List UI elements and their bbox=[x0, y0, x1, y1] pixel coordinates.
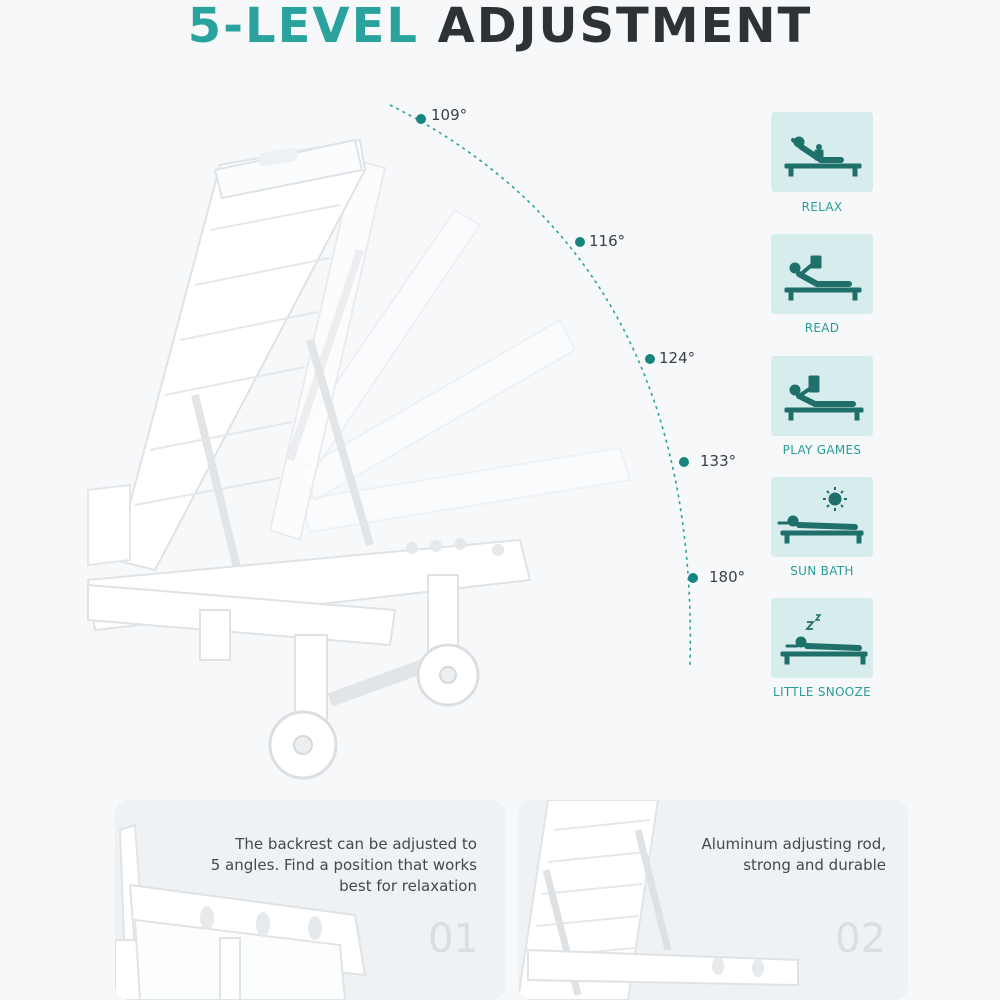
mode-label-little-snooze: LITTLE SNOOZE bbox=[773, 685, 871, 699]
mode-label-play-games: PLAY GAMES bbox=[782, 443, 862, 457]
angle-label-133: 133° bbox=[700, 452, 737, 470]
read-icon bbox=[784, 255, 862, 301]
angle-marker-109 bbox=[416, 114, 426, 124]
mode-card-little-snooze bbox=[771, 598, 873, 678]
angle-marker-133 bbox=[679, 457, 689, 467]
mode-card-sun-bath bbox=[771, 477, 873, 557]
rod-description-line: strong and durable bbox=[743, 856, 886, 874]
sun-bath-icon bbox=[777, 487, 864, 544]
page-title: 5-LEVEL ADJUSTMENT bbox=[0, 0, 1000, 52]
rod-detail-illustration bbox=[518, 800, 799, 1000]
mode-label-relax: RELAX bbox=[801, 200, 843, 214]
backrest-description: The backrest can be adjusted to 5 angles… bbox=[137, 834, 477, 897]
rod-description: Aluminum adjusting rod, strong and durab… bbox=[586, 834, 886, 876]
rear-wheel bbox=[268, 710, 338, 780]
ghost-backrest-180 bbox=[298, 446, 632, 534]
feature-panel-backrest: The backrest can be adjusted to 5 angles… bbox=[115, 800, 505, 1000]
title-highlight: 5-LEVEL bbox=[187, 0, 419, 54]
angle-marker-124 bbox=[645, 354, 655, 364]
little-snooze-icon bbox=[780, 614, 868, 665]
backrest-description-line: best for relaxation bbox=[339, 877, 477, 895]
main-backrest bbox=[113, 138, 367, 572]
play-games-icon bbox=[784, 375, 864, 421]
feature-number-01: 01 bbox=[428, 916, 479, 962]
mode-card-relax bbox=[771, 112, 873, 192]
angle-label-180: 180° bbox=[709, 568, 746, 586]
front-wheel bbox=[416, 643, 480, 707]
feature-panel-rod: Aluminum adjusting rod, strong and durab… bbox=[518, 800, 908, 1000]
mode-card-read bbox=[771, 234, 873, 314]
feature-number-02: 02 bbox=[835, 916, 886, 962]
mode-card-play-games bbox=[771, 356, 873, 436]
angle-label-109: 109° bbox=[431, 106, 468, 124]
backrest-description-line: The backrest can be adjusted to bbox=[235, 835, 477, 853]
angle-marker-116 bbox=[575, 237, 585, 247]
angle-label-124: 124° bbox=[659, 349, 696, 367]
adjusting-rod bbox=[191, 394, 244, 581]
relax-icon bbox=[784, 136, 862, 177]
mode-label-sun-bath: SUN BATH bbox=[790, 564, 854, 578]
angle-label-116: 116° bbox=[589, 232, 626, 250]
rod-description-line: Aluminum adjusting rod, bbox=[701, 835, 886, 853]
ghost-backrest-116 bbox=[268, 158, 387, 542]
lounge-chair-illustration bbox=[86, 104, 698, 780]
angle-markers bbox=[416, 114, 698, 583]
backrest-description-line: 5 angles. Find a position that works bbox=[210, 856, 477, 874]
title-rest: ADJUSTMENT bbox=[437, 0, 813, 54]
backrest-detail-illustration bbox=[115, 823, 367, 1000]
angle-marker-180 bbox=[688, 573, 698, 583]
mode-label-read: READ bbox=[804, 321, 840, 335]
